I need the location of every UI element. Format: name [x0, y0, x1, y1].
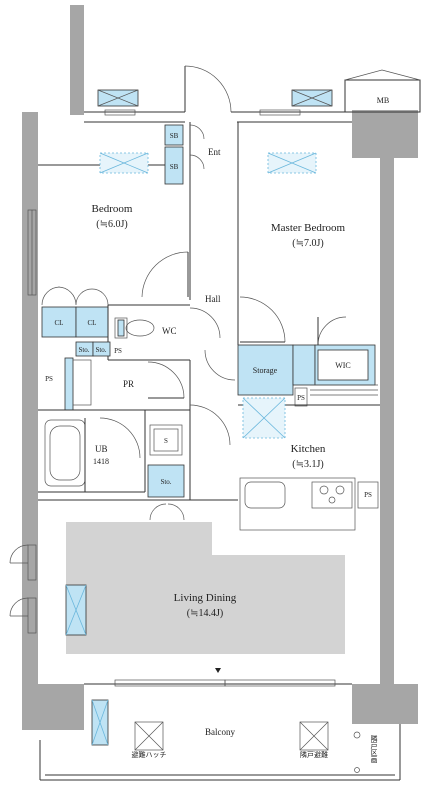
- living-dining-size: (≒14.4J): [187, 608, 223, 619]
- washbasin: [149, 424, 183, 456]
- bedroom-size: (≒6.0J): [96, 219, 127, 230]
- cl-right-label: CL: [88, 319, 97, 327]
- sto-1-label: Sto.: [78, 346, 89, 354]
- sink-s-label: S: [164, 437, 168, 445]
- shoe-box-top: [164, 124, 184, 146]
- kitchen-label: Kitchen: [291, 443, 326, 455]
- master-bedroom-label: Master Bedroom: [271, 222, 346, 234]
- wc-label: WC: [162, 326, 177, 336]
- sb-bottom-label: SB: [170, 163, 179, 171]
- hall-label: Hall: [205, 294, 221, 304]
- storage-sto: [147, 464, 185, 498]
- evacuation-hatch-right: [299, 721, 329, 751]
- ps-wc-label: PS: [114, 347, 122, 355]
- living-dining-area: [66, 522, 345, 654]
- mb-label: MB: [377, 96, 389, 105]
- ub-label: UB: [95, 444, 108, 454]
- evacuation-hatch-left: [134, 721, 164, 751]
- kitchen-size: (≒3.1J): [292, 459, 323, 470]
- stove-icon: [311, 481, 353, 509]
- vanity-strip: [64, 357, 74, 411]
- south-window-right: [224, 679, 336, 687]
- wic-label: WIC: [335, 361, 351, 370]
- kitchen-sink-icon: [244, 481, 286, 509]
- ps-kitchen-label: PS: [297, 394, 305, 402]
- ps-left-label: PS: [45, 375, 53, 383]
- south-west-pillar: [22, 684, 84, 730]
- ps-box-right: [357, 481, 379, 509]
- window-north-left: [104, 109, 136, 116]
- closet-left: [41, 306, 77, 338]
- south-east-pillar: [352, 684, 418, 724]
- ps-right-label: PS: [364, 491, 372, 499]
- pr-label: PR: [123, 379, 134, 389]
- south-window-left: [114, 679, 226, 687]
- bedroom-label: Bedroom: [92, 203, 133, 215]
- shoe-box-bottom: [164, 146, 184, 185]
- north-west-pillar: [70, 5, 84, 115]
- master-bedroom-size: (≒7.0J): [292, 238, 323, 249]
- living-dining-label: Living Dining: [174, 592, 237, 604]
- storage-pr-2: [92, 341, 111, 357]
- ub-size: 1418: [93, 457, 109, 466]
- sto-2-label: Sto.: [95, 346, 106, 354]
- balcony-tag-right: 隣戸避難: [300, 750, 328, 759]
- sto-3-label: Sto.: [160, 478, 171, 486]
- ent-label: Ent: [208, 147, 221, 157]
- mb-box: [344, 79, 421, 113]
- west-wall: [22, 112, 38, 684]
- storage-label: Storage: [253, 366, 278, 375]
- kitchen-counter: [239, 477, 356, 531]
- window-north-right: [259, 109, 301, 116]
- balcony-tag-left: 避難ハッチ: [132, 750, 167, 759]
- toilet-icon: [125, 319, 155, 337]
- sb-top-label: SB: [170, 132, 179, 140]
- balcony-label: Balcony: [205, 727, 235, 737]
- ps-box-kitchen: [294, 387, 308, 407]
- vertical-note: 隣戸区画: [370, 734, 378, 764]
- east-wall: [380, 158, 394, 684]
- cl-left-label: CL: [55, 319, 64, 327]
- bathtub: [44, 419, 86, 487]
- ps-storage-strip: [292, 344, 316, 386]
- north-east-pillar: [352, 110, 418, 158]
